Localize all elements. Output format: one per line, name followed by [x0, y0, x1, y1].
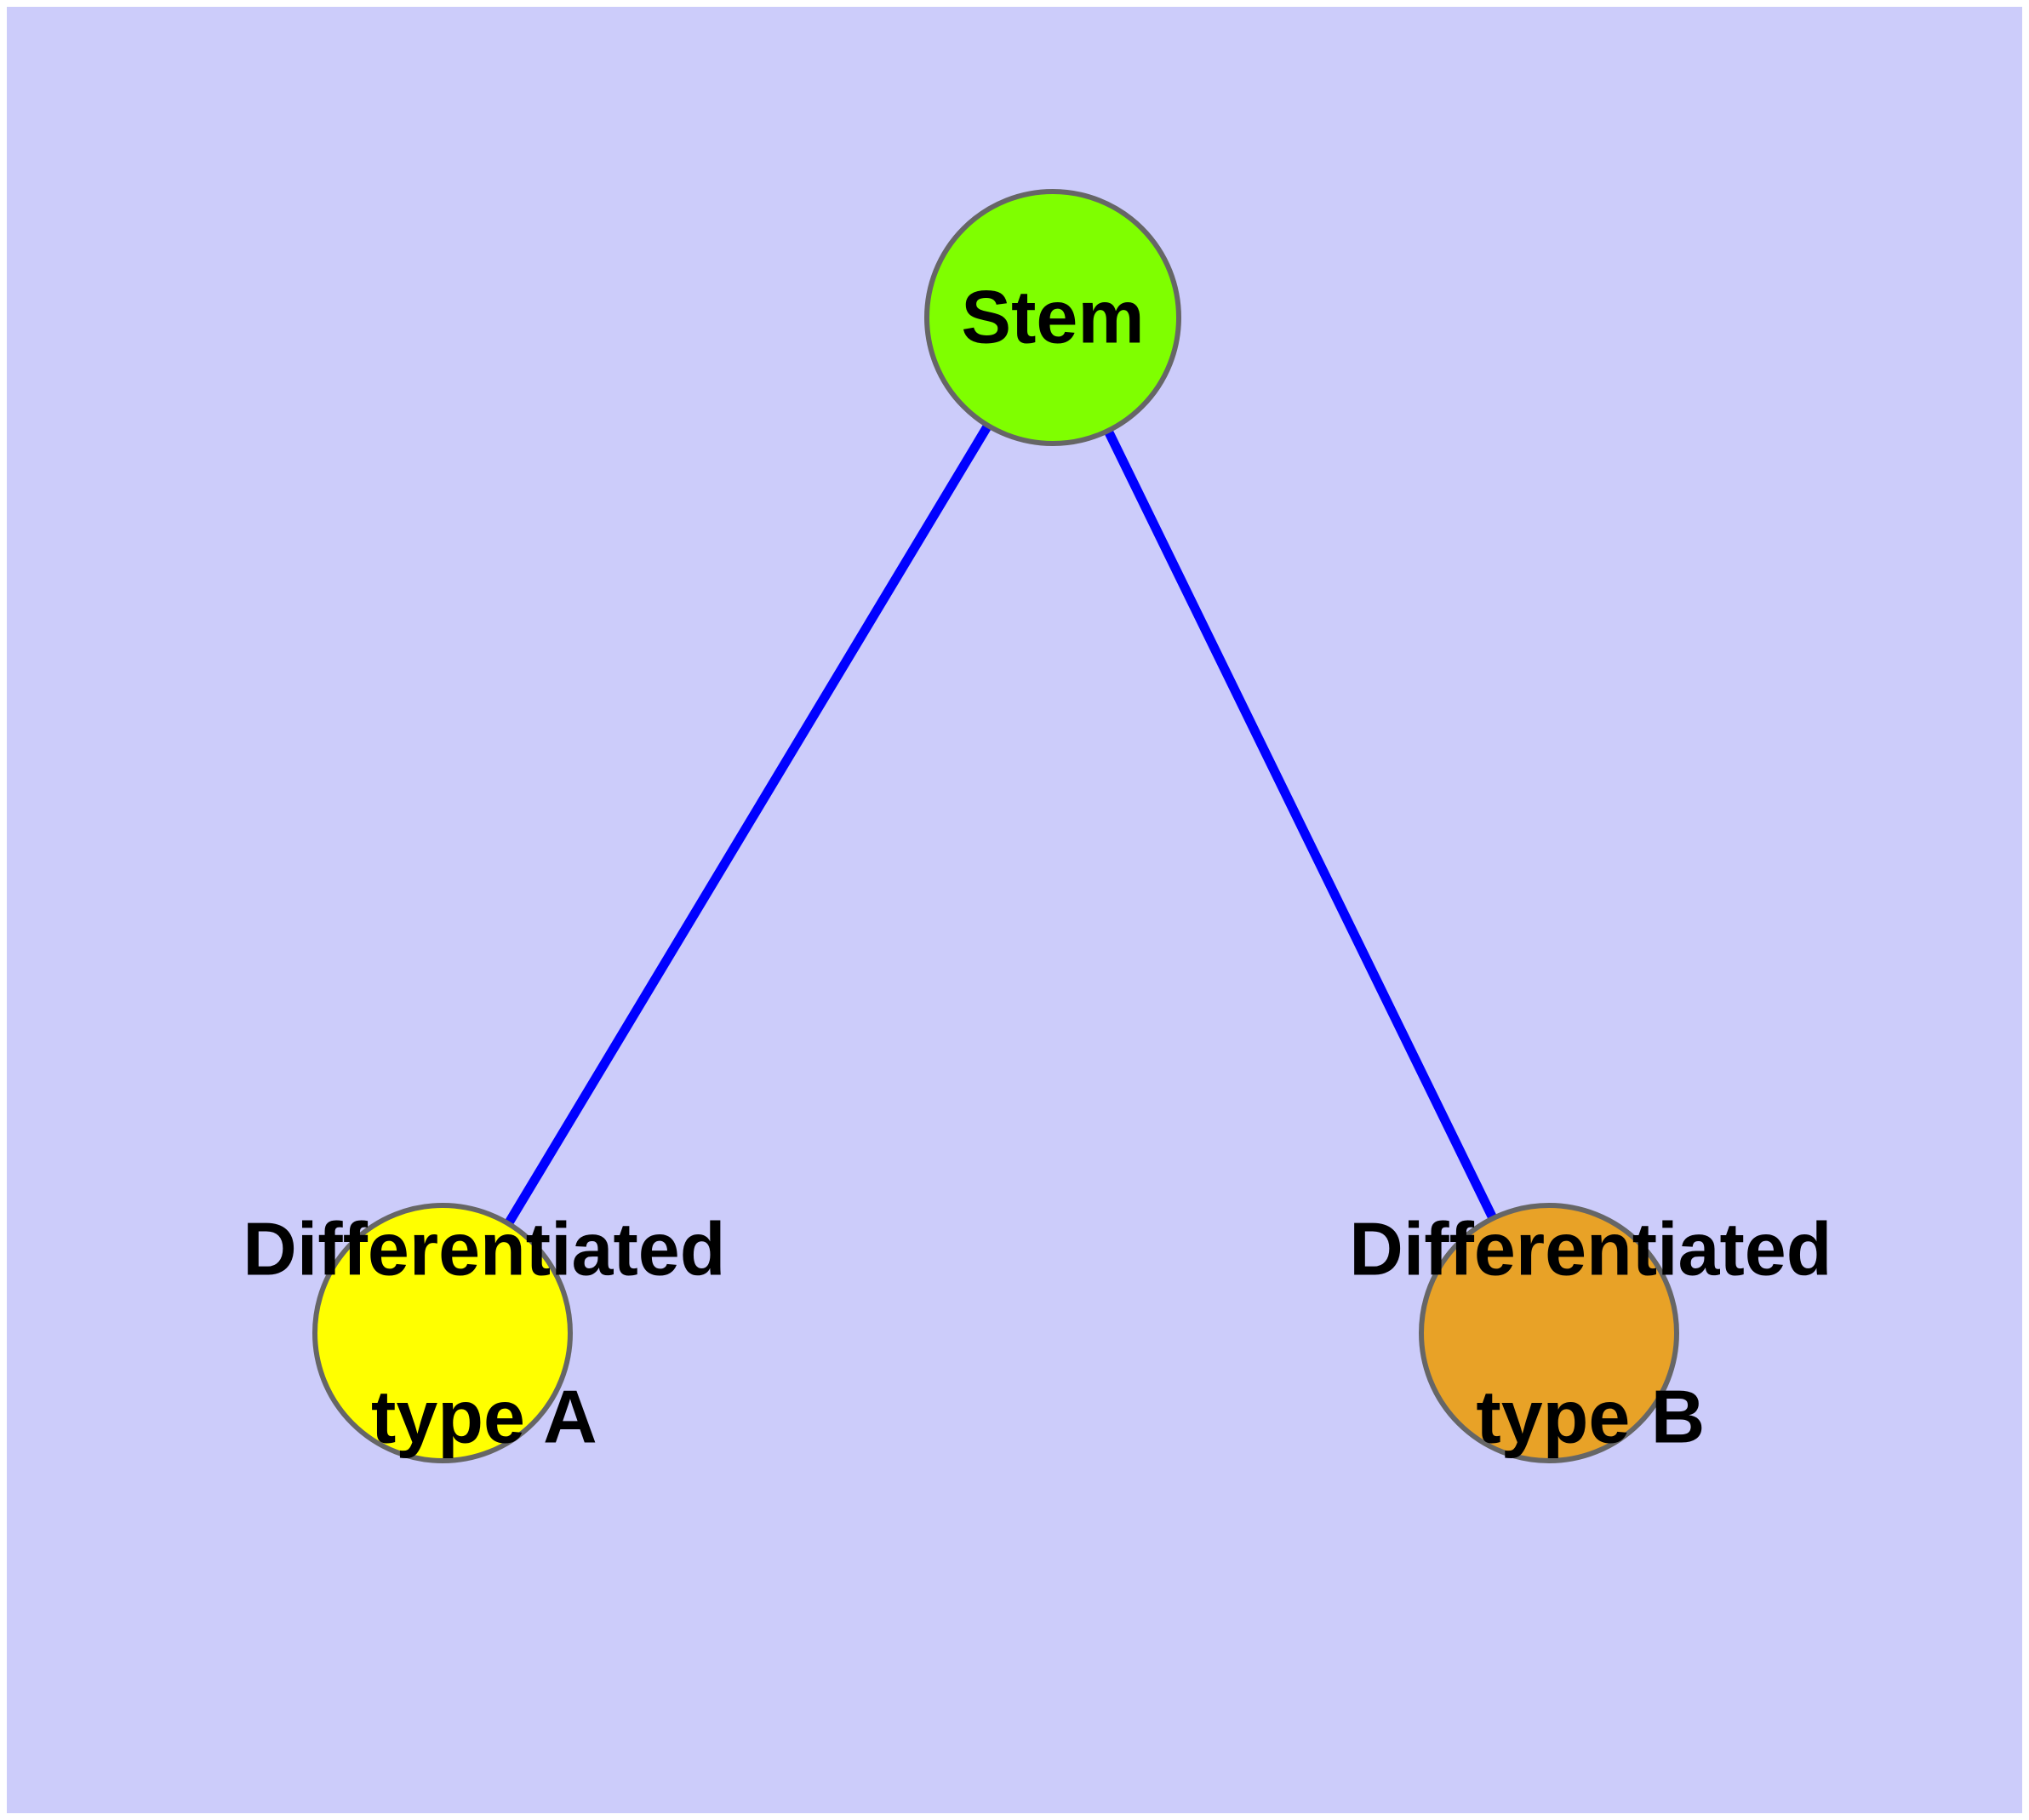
node-differentiated-type-a[interactable]	[312, 1203, 573, 1463]
node-stem[interactable]	[924, 189, 1181, 446]
node-differentiated-type-b[interactable]	[1419, 1203, 1679, 1463]
edge-stem-to-diff-a	[437, 312, 1058, 1338]
edge-stem-to-diff-b	[1048, 312, 1554, 1338]
edge-layer	[437, 312, 1554, 1338]
node-layer	[312, 189, 1679, 1463]
